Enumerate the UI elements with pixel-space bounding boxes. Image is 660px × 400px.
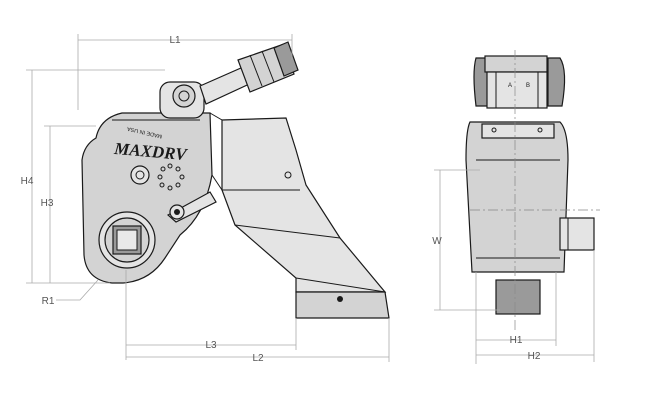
front-view: MAXDRV MADE IN USA [81,41,390,319]
swivel-coupler [159,41,299,119]
dim-label-l1: L1 [169,35,181,46]
dim-label-l3: L3 [205,340,217,351]
drive-ring [98,211,156,269]
dim-label-l2: L2 [252,353,264,364]
port-label-b: B [526,83,530,89]
side-housing [465,121,569,273]
dim-label-h2: H2 [528,351,541,362]
side-reaction-block [495,279,541,315]
reaction-pin [166,191,217,223]
port-ring [130,163,185,191]
side-swivel: A B [473,55,566,109]
square-drive [559,217,595,251]
dim-label-w: W [432,236,442,247]
reaction-arm [221,117,387,293]
reaction-foot [295,291,390,319]
port-label-a: A [508,83,512,89]
dimension-lines: L1 H4 H3 R1 L3 L2 W H1 H2 [21,34,595,364]
dim-label-h3: H3 [41,198,54,209]
side-view: A B [465,50,600,330]
dim-label-h1: H1 [510,335,523,346]
dim-label-r1: R1 [42,296,55,307]
dim-label-h4: H4 [21,176,34,187]
